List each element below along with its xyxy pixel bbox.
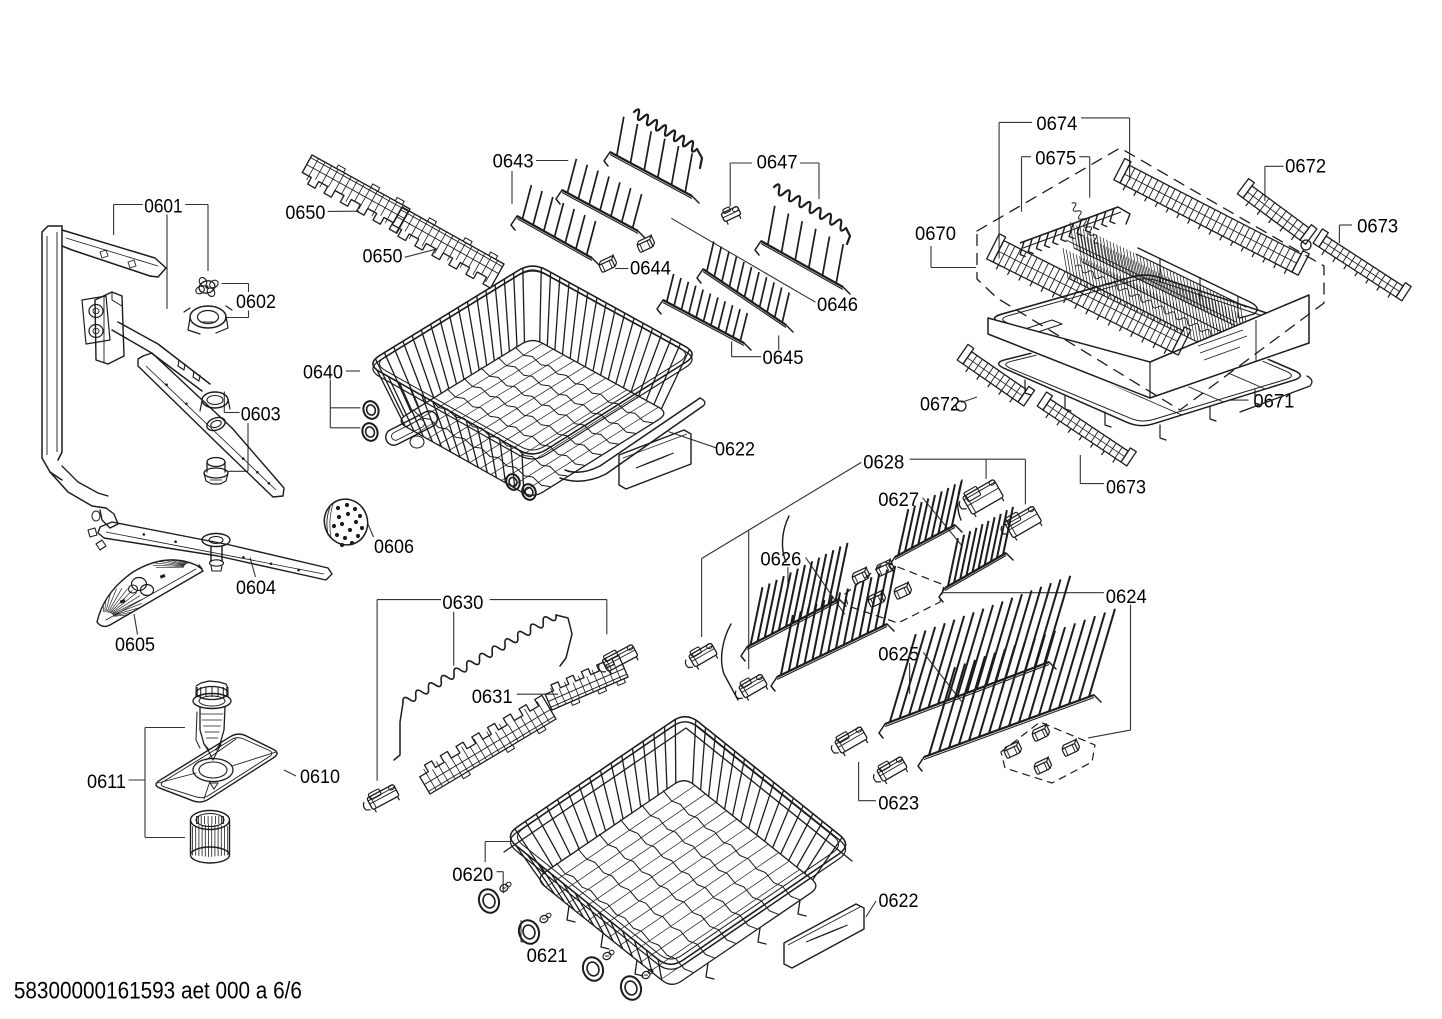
svg-text:0602: 0602 xyxy=(236,291,276,313)
svg-text:0672: 0672 xyxy=(1285,156,1326,178)
svg-text:0650: 0650 xyxy=(285,202,325,224)
svg-text:0675: 0675 xyxy=(1035,148,1076,170)
svg-text:0627: 0627 xyxy=(878,489,919,511)
svg-text:0625: 0625 xyxy=(878,644,919,666)
svg-text:0605: 0605 xyxy=(115,634,155,656)
svg-text:0622: 0622 xyxy=(715,439,755,461)
svg-text:0670: 0670 xyxy=(915,223,956,245)
svg-text:0622: 0622 xyxy=(879,890,919,912)
svg-text:0623: 0623 xyxy=(878,793,919,815)
svg-text:0610: 0610 xyxy=(300,766,340,788)
svg-text:58300000161593 aet 000 a 6/6: 58300000161593 aet 000 a 6/6 xyxy=(14,979,302,1005)
svg-text:0621: 0621 xyxy=(527,945,568,967)
svg-text:0611: 0611 xyxy=(87,771,126,793)
svg-text:0672: 0672 xyxy=(920,394,960,416)
svg-text:0628: 0628 xyxy=(863,451,904,473)
svg-text:0646: 0646 xyxy=(817,294,858,316)
svg-text:0603: 0603 xyxy=(241,404,281,426)
svg-text:0601: 0601 xyxy=(144,195,183,217)
svg-text:0604: 0604 xyxy=(236,577,276,599)
svg-text:0673: 0673 xyxy=(1357,216,1398,238)
svg-text:0606: 0606 xyxy=(374,536,414,558)
svg-text:0620: 0620 xyxy=(452,864,493,886)
svg-text:0630: 0630 xyxy=(442,592,483,614)
svg-text:0643: 0643 xyxy=(493,151,534,173)
svg-text:0624: 0624 xyxy=(1106,586,1147,608)
svg-text:0673: 0673 xyxy=(1106,477,1146,499)
svg-text:0645: 0645 xyxy=(763,347,804,369)
svg-text:0631: 0631 xyxy=(472,686,513,708)
svg-text:0674: 0674 xyxy=(1036,113,1077,135)
svg-text:0640: 0640 xyxy=(303,362,343,384)
svg-text:0647: 0647 xyxy=(757,151,798,173)
svg-text:0644: 0644 xyxy=(630,257,671,279)
svg-text:0626: 0626 xyxy=(760,549,801,571)
svg-text:0650: 0650 xyxy=(363,246,403,268)
